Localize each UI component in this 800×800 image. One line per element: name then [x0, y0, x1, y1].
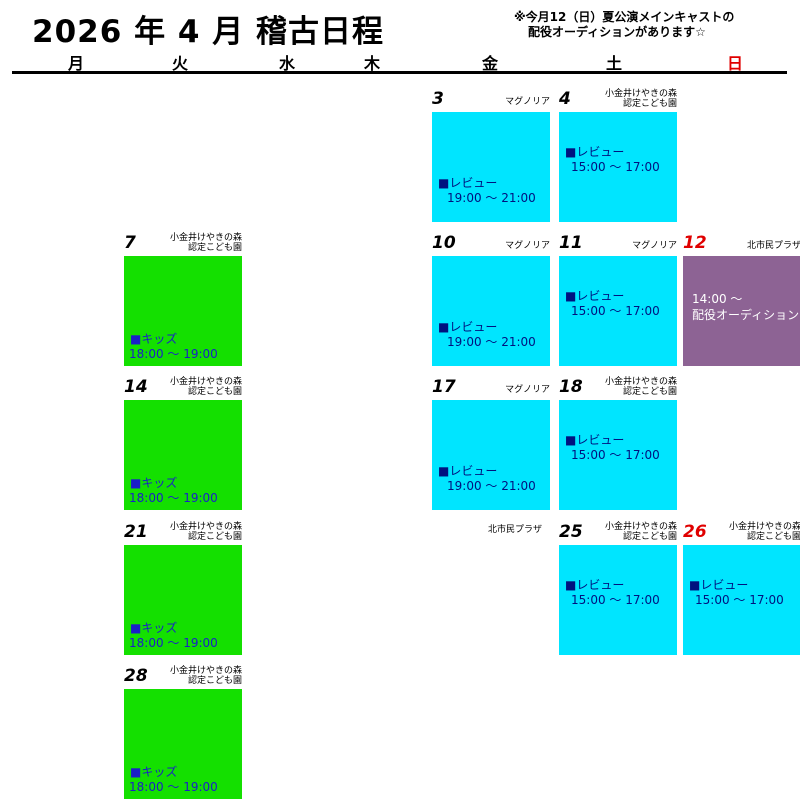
venue-line: 小金井けやきの森 — [169, 666, 242, 676]
weekday-header: 日 — [726, 54, 743, 73]
day-number: 17 — [432, 377, 456, 397]
session-time: 19:00 ～ 21:00 — [447, 479, 536, 493]
session-label: ■キッズ — [130, 332, 178, 346]
day-number: 26 — [683, 522, 707, 542]
session-label: ■レビュー — [565, 145, 625, 159]
venue-label: 小金井けやきの森認定こども園 — [170, 522, 242, 542]
venue-line: 小金井けやきの森 — [604, 522, 677, 532]
session-time: 19:00 ～ 21:00 — [447, 335, 536, 349]
day-number: 14 — [124, 377, 148, 397]
session-time: 15:00 ～ 17:00 — [571, 593, 660, 607]
venue-line: マグノリア — [632, 241, 677, 251]
venue-line: 小金井けやきの森 — [728, 522, 800, 532]
day-number: 25 — [559, 522, 583, 542]
session-time: 19:00 ～ 21:00 — [447, 191, 536, 205]
notice-line-1: ※今月12（日）夏公演メインキャストの — [514, 10, 735, 24]
audition-title: 配役オーディション — [692, 308, 800, 322]
venue-line: 認定こども園 — [622, 387, 677, 397]
weekday-header: 木 — [363, 54, 380, 73]
session-label: ■レビュー — [565, 578, 625, 592]
day-number: 10 — [432, 233, 456, 253]
venue-line: 認定こども園 — [746, 532, 800, 542]
session-time: 18:00 ～ 19:00 — [129, 636, 218, 650]
weekday-header: 火 — [171, 54, 188, 73]
notice-line-2: 配役オーディションがあります☆ — [528, 25, 706, 39]
session-time: 18:00 ～ 19:00 — [129, 347, 218, 361]
venue-label: マグノリア — [632, 241, 677, 251]
venue-label: 小金井けやきの森認定こども園 — [605, 89, 677, 109]
session-label: ■レビュー — [438, 464, 498, 478]
venue-label: 小金井けやきの森認定こども園 — [170, 666, 242, 686]
day-number: 28 — [124, 666, 148, 686]
venue-label: 小金井けやきの森認定こども園 — [170, 377, 242, 397]
weekday-header: 水 — [278, 54, 295, 73]
session-time: 15:00 ～ 17:00 — [695, 593, 784, 607]
session-label: ■レビュー — [438, 176, 498, 190]
day-number: 12 — [683, 233, 707, 253]
venue-label: マグノリア — [505, 385, 550, 395]
venue-line: 小金井けやきの森 — [604, 377, 677, 387]
header-rule — [12, 71, 787, 74]
session-label: ■レビュー — [565, 433, 625, 447]
day-number: 7 — [124, 233, 136, 253]
session-label: ■キッズ — [130, 476, 178, 490]
venue-line: 認定こども園 — [622, 532, 677, 542]
day-number: 11 — [559, 233, 583, 253]
day-number: 4 — [559, 89, 571, 109]
venue-label: 小金井けやきの森認定こども園 — [170, 233, 242, 253]
audition-time: 14:00 ～ — [692, 292, 743, 306]
venue-line: マグノリア — [505, 97, 550, 107]
session-label: ■キッズ — [130, 621, 178, 635]
session-label: ■キッズ — [130, 765, 178, 779]
venue-line: 北市民プラザ — [746, 241, 800, 251]
venue-line: 小金井けやきの森 — [169, 233, 242, 243]
page-title: 2026 年 4 月 稽古日程 — [32, 14, 385, 50]
weekday-header: 月 — [67, 54, 84, 73]
venue-line: 認定こども園 — [187, 243, 242, 253]
session-label: ■レビュー — [565, 289, 625, 303]
audition-notice: ※今月12（日）夏公演メインキャストの 配役オーディションがあります☆ — [514, 10, 734, 40]
day-number: 3 — [432, 89, 444, 109]
venue-label: 小金井けやきの森認定こども園 — [605, 377, 677, 397]
venue-label: 北市民プラザ — [747, 241, 800, 251]
session-label: ■レビュー — [438, 320, 498, 334]
venue-line: 認定こども園 — [187, 387, 242, 397]
weekday-header: 土 — [605, 54, 622, 73]
audition-session-block: 14:00 ～ 配役オーディション — [683, 256, 800, 366]
venue-line: マグノリア — [505, 241, 550, 251]
session-label: ■レビュー — [689, 578, 749, 592]
venue-line: 小金井けやきの森 — [169, 522, 242, 532]
venue-line: 小金井けやきの森 — [169, 377, 242, 387]
venue-line: 認定こども園 — [187, 532, 242, 542]
venue-label: マグノリア — [505, 97, 550, 107]
session-time: 15:00 ～ 17:00 — [571, 448, 660, 462]
day-number: 21 — [124, 522, 148, 542]
venue-label: 小金井けやきの森認定こども園 — [605, 522, 677, 542]
day-number: 18 — [559, 377, 583, 397]
session-time: 18:00 ～ 19:00 — [129, 780, 218, 794]
weekday-header: 金 — [481, 54, 498, 73]
venue-label: 小金井けやきの森認定こども園 — [729, 522, 800, 542]
venue-line: マグノリア — [505, 385, 550, 395]
session-time: 15:00 ～ 17:00 — [571, 304, 660, 318]
floating-venue-note: 北市民プラザ — [488, 525, 543, 535]
venue-line: 小金井けやきの森 — [604, 89, 677, 99]
venue-label: マグノリア — [505, 241, 550, 251]
session-time: 15:00 ～ 17:00 — [571, 160, 660, 174]
venue-line: 認定こども園 — [187, 676, 242, 686]
session-time: 18:00 ～ 19:00 — [129, 491, 218, 505]
venue-line: 認定こども園 — [622, 99, 677, 109]
